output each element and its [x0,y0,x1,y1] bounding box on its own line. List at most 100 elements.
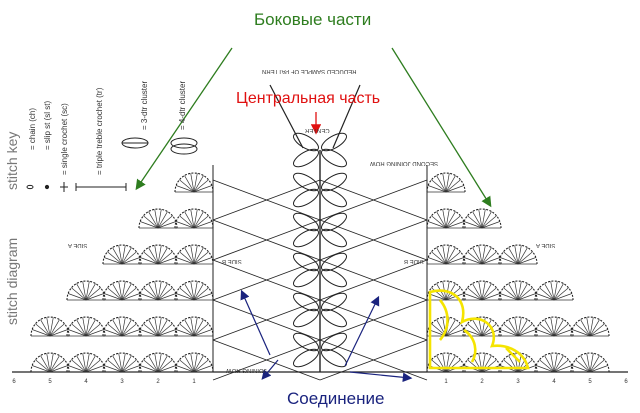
row-number-ticks: 1 1 2 2 3 3 4 4 5 5 6 6 [12,379,628,385]
left-fan [174,352,214,373]
left-fan [30,316,70,337]
stitch-diagram-title: stitch diagram [4,237,20,325]
row-number: 6 [624,379,628,385]
row-number: 4 [552,379,556,385]
dtr-cluster [293,308,319,328]
right-fan [426,172,466,193]
right-fan [498,316,538,337]
key-triple-treble: = triple treble crochet (tr) [95,87,104,175]
right-side-fans [426,172,610,373]
row-number: 1 [444,379,448,385]
left-fan [102,244,142,265]
key-3dtr: = 3-dtr cluster [140,80,149,130]
row-number: 2 [480,379,484,385]
left-fan [174,172,214,193]
dtr-cluster [293,228,319,248]
dtr-cluster [321,252,347,272]
dtr-cluster [293,188,319,208]
right-fan [462,316,502,337]
key-single-crochet: = single crochet (sc) [60,103,69,175]
highlight-outline [428,289,530,370]
right-fan [462,280,502,301]
key-chain: = chain (ch) [28,107,37,150]
stitch-key-symbols [26,137,198,192]
right-fan [426,208,466,229]
row-number: 1 [192,379,196,385]
dtr-cluster [293,332,319,352]
dtr-cluster [293,252,319,272]
joining-arrows [240,289,413,383]
reduced-sample-text: REDUCED SAMPLE OF PATTERN [262,68,357,74]
left-fan [138,280,178,301]
left-fan [102,352,142,373]
dtr-cluster [293,268,319,288]
left-side-fans [30,172,214,373]
joining-label: Соединение [287,389,385,408]
dtr-cluster [321,188,347,208]
left-fan [174,208,214,229]
dtr-cluster [321,212,347,232]
left-fan [174,244,214,265]
antenna-left [269,84,304,149]
side-parts-label: Боковые части [254,10,372,29]
side-arrows [135,47,492,208]
dtr-cluster [321,268,347,288]
right-fan [462,208,502,229]
left-fan [138,208,178,229]
row-number: 3 [120,379,124,385]
dtr-cluster [321,148,347,168]
right-fan [462,244,502,265]
right-fan [570,316,610,337]
right-fan [534,352,574,373]
dtr-cluster [321,172,347,192]
left-fan [174,280,214,301]
center-text: CENTER [305,127,330,133]
row-number: 3 [516,379,520,385]
second-joining-text: SECOND JOINING ROW [370,160,439,166]
right-fan [534,280,574,301]
key-4dtr: = 4-dtr cluster [178,80,187,130]
dtr-cluster [293,172,319,192]
dtr-cluster [293,292,319,312]
dtr-cluster [293,348,319,368]
row-number: 4 [84,379,88,385]
dtr-cluster [293,212,319,232]
row-number: 6 [12,379,16,385]
row-number: 2 [156,379,160,385]
center-strip [212,150,428,372]
dtr-cluster [321,308,347,328]
central-part-label: Центральная часть [236,90,381,107]
right-fan [498,244,538,265]
stitch-key-title: stitch key [4,131,20,190]
left-fan [138,244,178,265]
side-b-left: SIDE B [222,258,242,264]
right-fan [498,280,538,301]
left-fan [66,352,106,373]
row-number: 5 [588,379,592,385]
right-fan [534,316,574,337]
right-fan [498,352,538,373]
left-fan [138,316,178,337]
left-fan [30,352,70,373]
left-fan [102,280,142,301]
dtr-cluster [321,228,347,248]
dtr-cluster [321,292,347,312]
right-fan [570,352,610,373]
dtr-cluster [321,332,347,352]
left-fan [138,352,178,373]
dtr-cluster [293,148,319,168]
row-number: 5 [48,379,52,385]
left-fan [66,316,106,337]
left-fan [174,316,214,337]
left-fan [66,280,106,301]
antenna-right [332,84,361,149]
key-slip-st: = slip st (sl st) [43,100,52,150]
joining-row-text: JOINING ROW [226,367,267,373]
side-a-right: SIDE A [536,242,556,248]
side-b-right: SIDE B [404,258,424,264]
side-a-left: SIDE A [68,242,88,248]
left-fan [102,316,142,337]
right-fan [426,244,466,265]
dtr-cluster [321,132,347,152]
